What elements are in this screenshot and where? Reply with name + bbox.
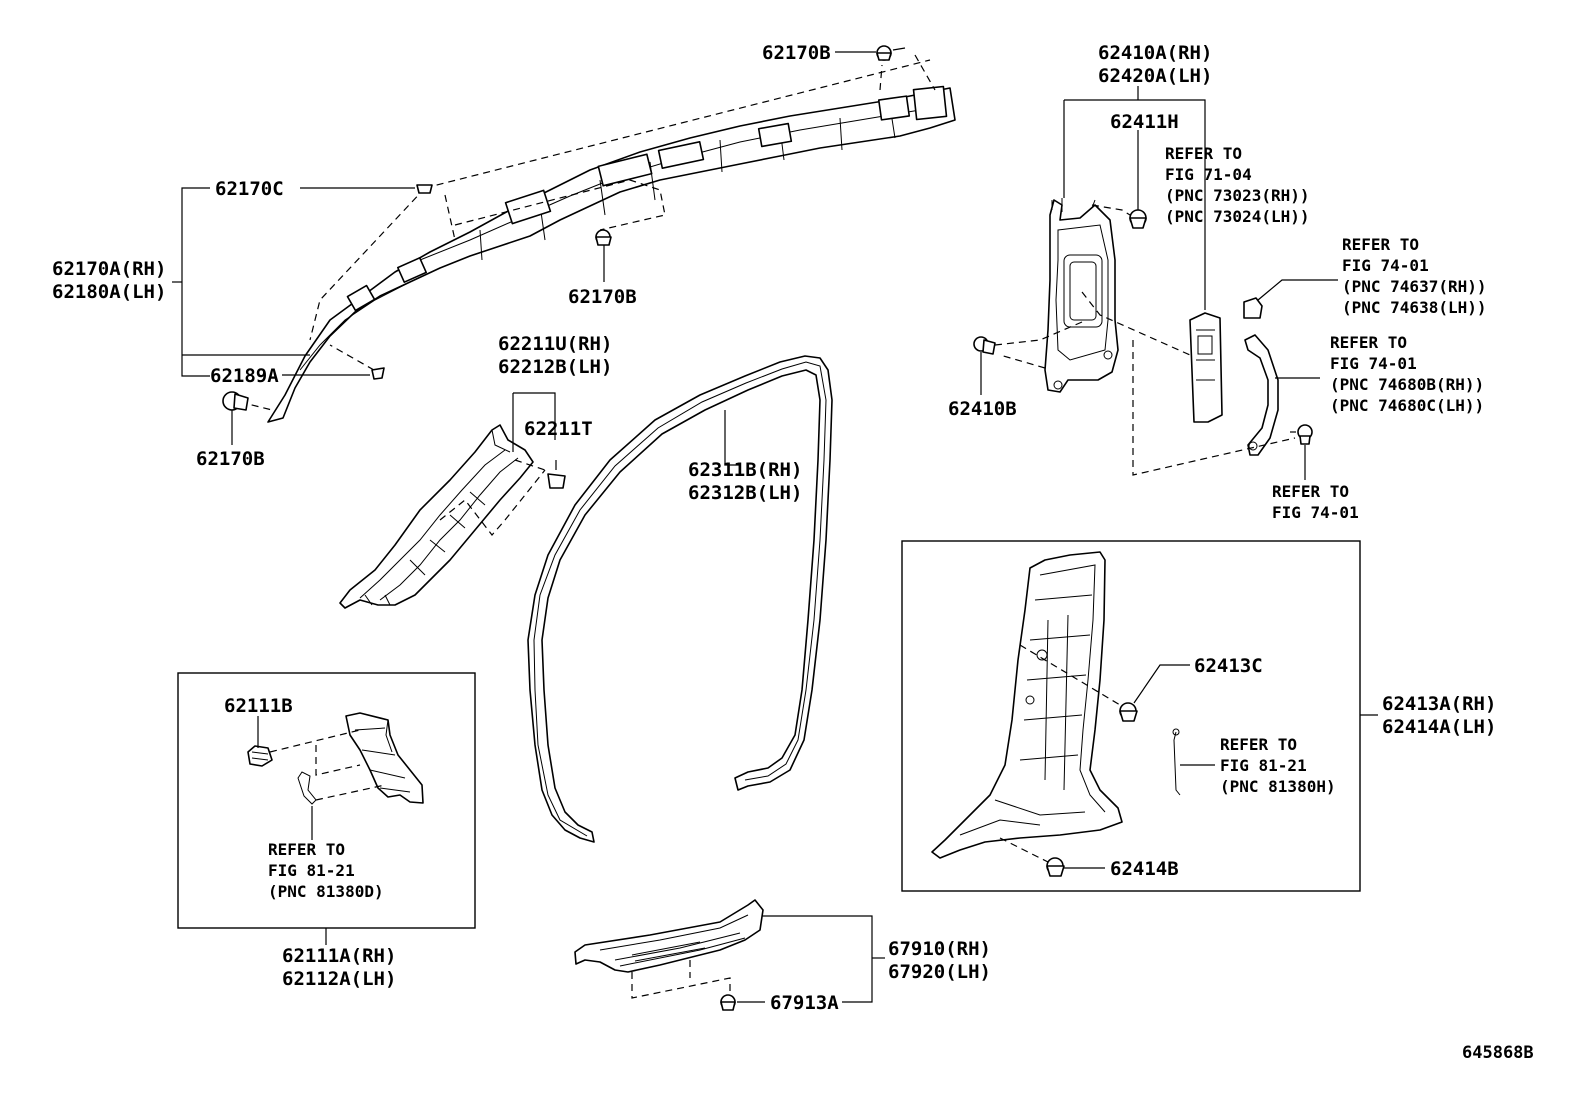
label-62211T: 62211T [524, 418, 593, 440]
ref-fig-74-01-a-l3: (PNC 74637(RH)) [1342, 277, 1487, 296]
seat-belt-adjuster-cap[interactable] [1243, 297, 1263, 319]
clip-62211T[interactable] [547, 460, 566, 489]
clip-62170B-top[interactable] [876, 45, 906, 61]
ref-fig-71-04-l2: FIG 71-04 [1165, 165, 1252, 184]
label-62413C: 62413C [1194, 655, 1263, 677]
clip-62170C[interactable] [416, 184, 433, 194]
label-62212B-lh: 62212B(LH) [498, 356, 612, 378]
ref-fig-81-21-a-l1: REFER TO [1220, 735, 1297, 754]
label-62420A-lh: 62420A(LH) [1098, 65, 1212, 87]
clip-67913A[interactable] [720, 994, 736, 1011]
ref-fig-74-01-a-l1: REFER TO [1342, 235, 1419, 254]
door-scuff-plate[interactable] [574, 899, 764, 973]
label-62170B-mid: 62170B [568, 286, 637, 308]
label-62410A-rh: 62410A(RH) [1098, 42, 1212, 64]
label-62170B-left: 62170B [196, 448, 265, 470]
clip-62410B[interactable] [973, 336, 996, 355]
roof-side-rail-garnish[interactable] [267, 85, 956, 423]
label-62414A-lh: 62414A(LH) [1382, 716, 1496, 738]
cowl-side-trim-board[interactable] [345, 712, 424, 804]
ref-fig-81-21-a-l2: FIG 81-21 [1220, 756, 1307, 775]
clip-62414B[interactable] [1046, 857, 1065, 877]
seat-belt-webbing-guide[interactable] [1244, 334, 1279, 456]
ref-fig-74-01-c-l1: REFER TO [1272, 482, 1349, 501]
ref-fig-74-01-b-l4: (PNC 74680C(LH)) [1330, 396, 1484, 415]
ref-fig-74-01-b-l2: FIG 74-01 [1330, 354, 1417, 373]
ref-fig-74-01-b-l1: REFER TO [1330, 333, 1407, 352]
label-62180A-lh: 62180A(LH) [52, 281, 166, 303]
clip-62170B-mid[interactable] [595, 229, 612, 246]
label-62170A-rh: 62170A(RH) [52, 258, 166, 280]
clip-62189A[interactable] [371, 367, 385, 380]
label-67910-rh: 67910(RH) [888, 938, 991, 960]
ref-fig-81-21-b-l1: REFER TO [268, 840, 345, 859]
label-62311B-rh: 62311B(RH) [688, 459, 802, 481]
ref-fig-81-21-b-l2: FIG 81-21 [268, 861, 355, 880]
clip-62413C[interactable] [1119, 702, 1138, 722]
clip-62170B-left[interactable] [222, 391, 249, 411]
front-pillar-garnish[interactable] [339, 424, 534, 609]
clip-62111B[interactable] [247, 745, 273, 767]
ref-fig-71-04-l4: (PNC 73024(LH)) [1165, 207, 1310, 226]
label-67913A: 67913A [770, 992, 839, 1014]
ref-fig-74-01-c-l2: FIG 74-01 [1272, 503, 1359, 522]
label-62112A-lh: 62112A(LH) [282, 968, 396, 990]
center-pillar-lower-garnish[interactable] [931, 551, 1123, 859]
label-62170C: 62170C [215, 178, 284, 200]
harness-clip-81380D[interactable] [297, 771, 317, 805]
ref-fig-81-21-a-l3: (PNC 81380H) [1220, 777, 1336, 796]
ref-fig-74-01-a-l2: FIG 74-01 [1342, 256, 1429, 275]
center-pillar-upper-garnish[interactable] [1044, 198, 1119, 393]
label-62411H: 62411H [1110, 111, 1179, 133]
harness-clip-81380H[interactable] [1172, 728, 1181, 796]
label-62312B-lh: 62312B(LH) [688, 482, 802, 504]
ref-fig-74-01-a-l4: (PNC 74638(LH)) [1342, 298, 1487, 317]
seat-belt-cover-panel[interactable] [1189, 312, 1223, 423]
label-62111B: 62111B [224, 695, 293, 717]
label-62410B: 62410B [948, 398, 1017, 420]
ref-fig-71-04-l3: (PNC 73023(RH)) [1165, 186, 1310, 205]
label-62111A-rh: 62111A(RH) [282, 945, 396, 967]
label-62189A: 62189A [210, 365, 279, 387]
label-62414B: 62414B [1110, 858, 1179, 880]
clip-62411H[interactable] [1129, 209, 1147, 229]
label-62170B-top: 62170B [762, 42, 831, 64]
label-67920-lh: 67920(LH) [888, 961, 991, 983]
ref-fig-74-01-b-l3: (PNC 74680B(RH)) [1330, 375, 1484, 394]
ref-fig-81-21-b-l3: (PNC 81380D) [268, 882, 384, 901]
figure-id: 645868B [1462, 1043, 1534, 1063]
ref-fig-71-04-l1: REFER TO [1165, 144, 1242, 163]
label-62211U-rh: 62211U(RH) [498, 333, 612, 355]
group-box-62413A [901, 540, 1361, 892]
door-opening-weatherstrip[interactable] [527, 355, 833, 843]
bolt-seat-belt-anchor[interactable] [1290, 424, 1313, 445]
label-62413A-rh: 62413A(RH) [1382, 693, 1496, 715]
